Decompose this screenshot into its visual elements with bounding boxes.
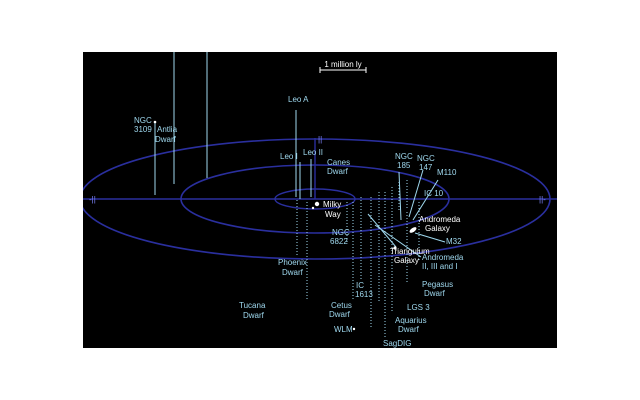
axis-marker-right: ||-	[539, 195, 546, 204]
label-m32: M32	[446, 237, 462, 246]
marker-ngc3109	[153, 120, 157, 124]
label-leo-ii: Leo II	[303, 148, 323, 157]
link-andromeda-sats	[374, 224, 422, 258]
marker-andromeda	[409, 227, 417, 233]
label-wlm: WLM	[334, 325, 353, 334]
marker-milky-way	[314, 201, 320, 207]
axis-marker-top: ||	[318, 135, 322, 144]
label-ic10: IC 10	[424, 189, 444, 198]
link-m110	[412, 179, 439, 221]
marker-triangulum	[393, 246, 397, 250]
axis-marker-left: -||	[89, 195, 96, 204]
label-m110: M110	[437, 168, 457, 177]
label-leo-a: Leo A	[288, 95, 309, 104]
link-ngc147	[408, 169, 424, 218]
marker-wlm	[352, 327, 356, 331]
marker-milky-way-sat	[311, 206, 315, 210]
dotted-droplines	[296, 180, 420, 338]
link-ngc185	[398, 171, 402, 221]
label-lgs3: LGS 3	[407, 303, 430, 312]
scale-bar-label: 1 million ly	[324, 60, 361, 69]
label-sagdig: SagDIG	[383, 339, 411, 348]
link-triangulum	[367, 213, 397, 248]
label-leo-i: Leo I	[280, 152, 298, 161]
link-m32	[414, 232, 446, 243]
